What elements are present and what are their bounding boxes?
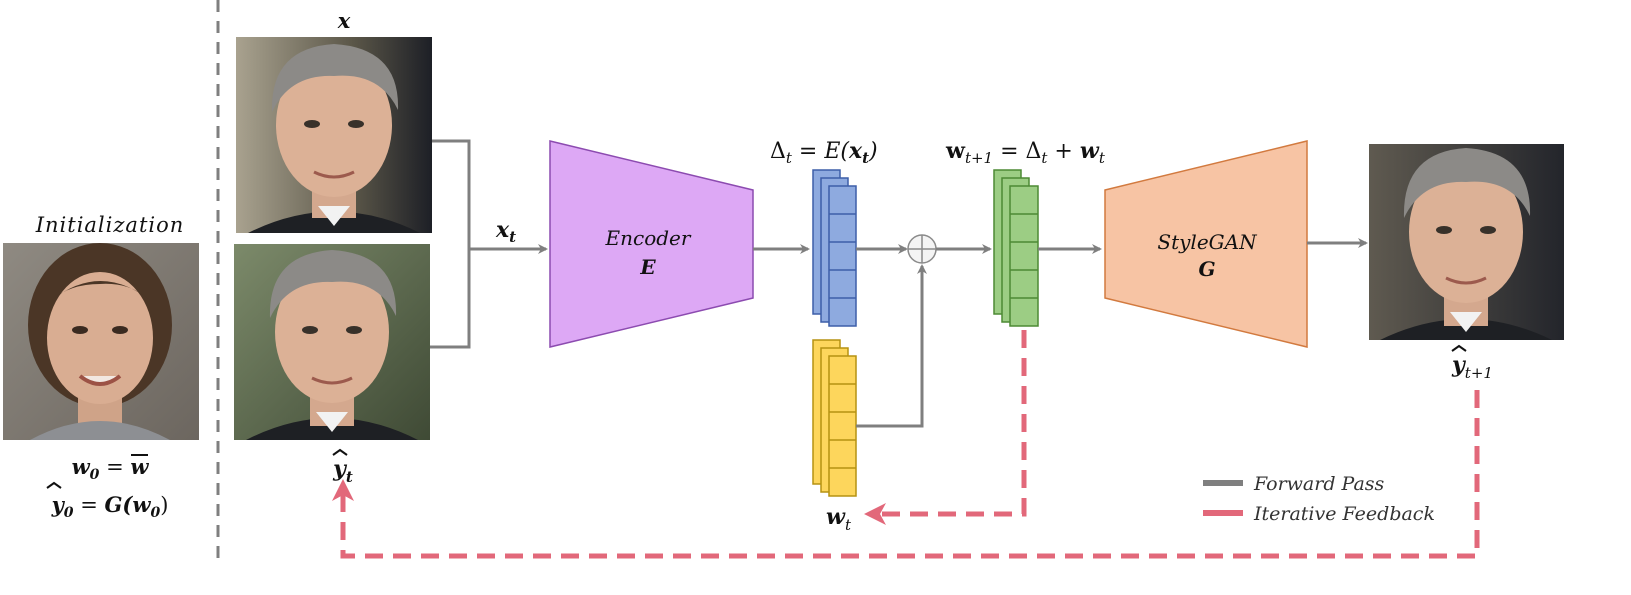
xt-label: xt [495,217,516,246]
encoder-block [549,140,754,348]
output-image [1369,144,1564,340]
encoder-name: Encoder [605,226,692,250]
feedback-wnext-to-wt [864,330,1027,525]
stylegan-name: StyleGAN [1157,230,1258,254]
feedback-output-to-yt [332,390,1480,559]
yt-hat-accent [332,448,348,456]
delta-latent-stack [812,169,857,327]
merge-connector [430,139,471,349]
init-w0-equation: w0 = w [72,454,150,483]
stylegan-symbol: G [1198,257,1215,281]
init-y0-equation: y0 = G(w0) [51,492,169,521]
legend-forward-label: Forward Pass [1253,473,1385,495]
wt-label: wt [826,504,852,534]
reconstruction-image-yt [234,244,430,440]
legend: Forward Pass Iterative Feedback [1203,473,1435,525]
legend-feedback-label: Iterative Feedback [1253,503,1435,525]
stylegan-block [1104,140,1308,348]
output-hat-accent [1451,344,1467,352]
initial-face-image [3,243,199,440]
circled-plus-icon [907,234,937,264]
encoder-symbol: E [639,255,656,279]
initialization-title: Initialization [35,213,185,237]
wt-latent-stack [812,339,857,497]
wt-to-add-arrow [856,264,927,428]
output-label: yt+1 [1451,352,1493,382]
update-equation: wt+1 = Δt + wt [945,138,1106,167]
input-image-x [236,37,432,233]
delta-equation: Δt = E(xt) [770,138,878,167]
y0-hat-accent [46,481,62,489]
yt-label: yt [332,456,353,486]
x-image-label: x [337,8,351,33]
wnext-latent-stack [993,169,1039,327]
